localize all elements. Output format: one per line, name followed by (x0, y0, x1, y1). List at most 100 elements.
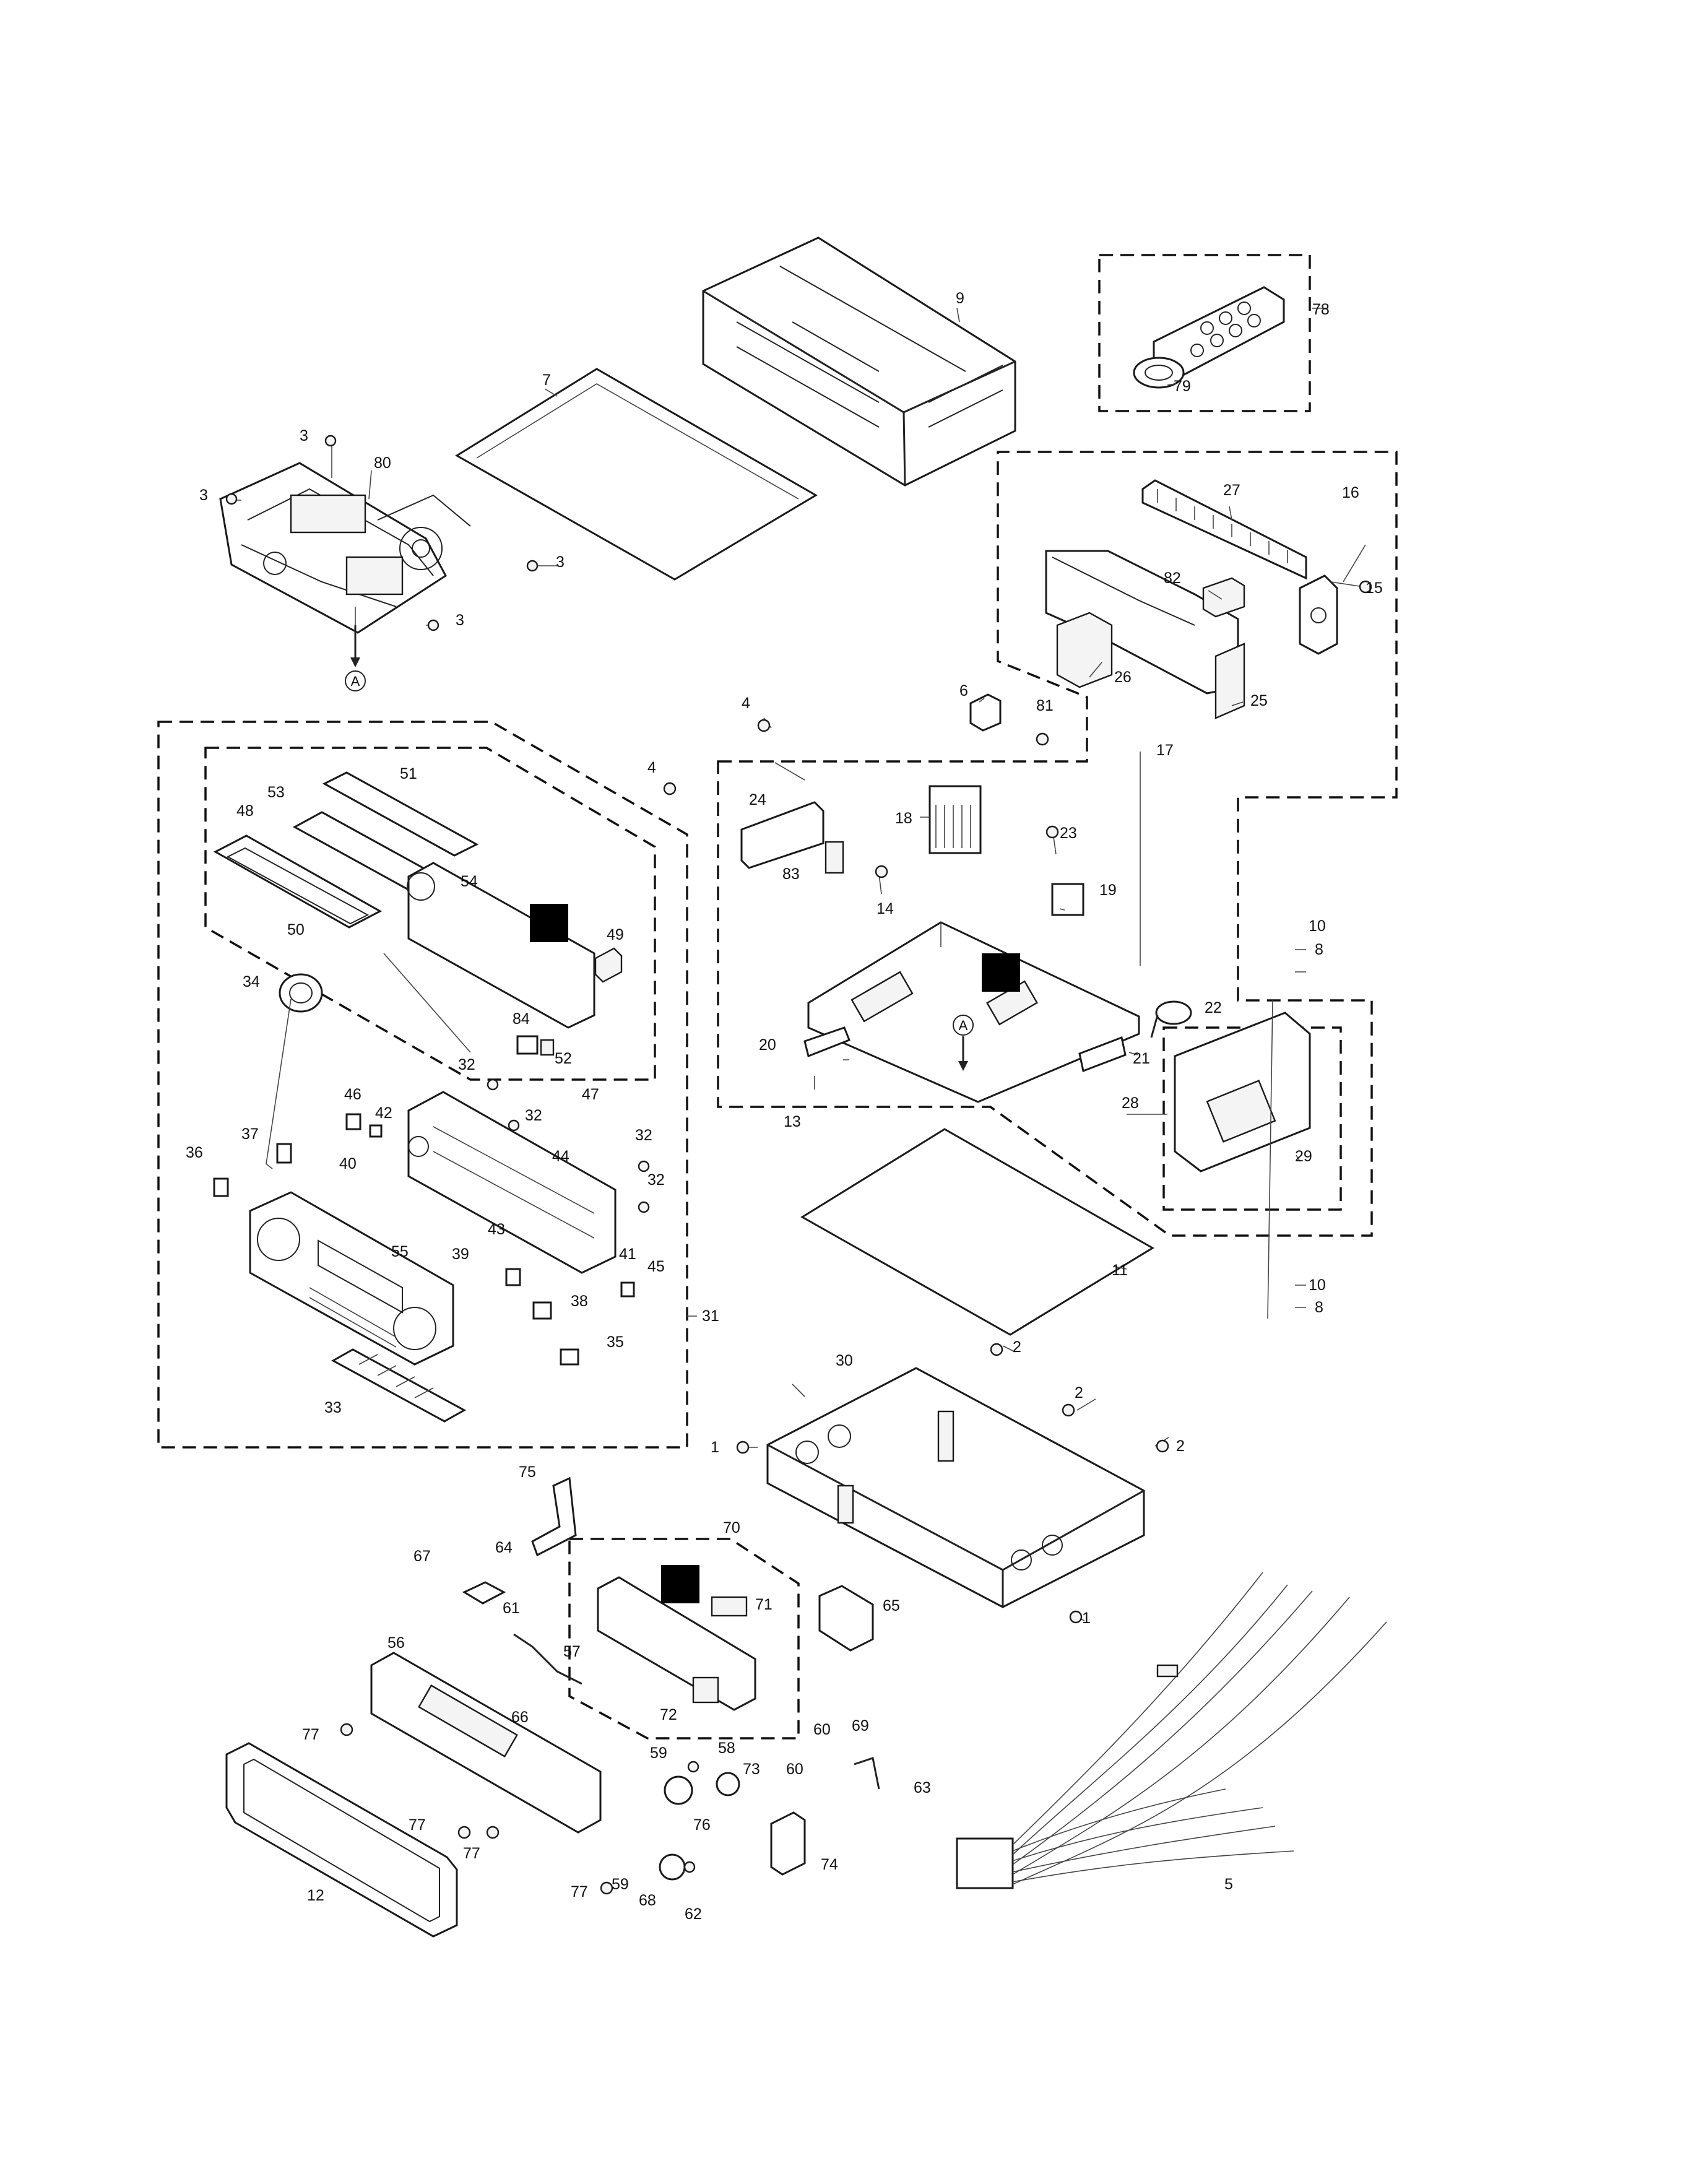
callout-48: 48 (236, 802, 254, 820)
callout-36: 36 (186, 1144, 203, 1161)
parts (213, 236, 1387, 1938)
reference-mark-a: A (345, 625, 366, 691)
callout-70: 70 (723, 1519, 740, 1536)
ref-label: A (959, 1018, 968, 1033)
callout-53: 53 (267, 784, 285, 801)
callout-30: 30 (836, 1352, 853, 1369)
part-trim-frame-12 (225, 1742, 458, 1938)
callout-44: 44 (552, 1148, 569, 1165)
part-connector-19 (1051, 883, 1084, 916)
callout-38: 38 (571, 1293, 588, 1310)
callout-79: 79 (1174, 378, 1191, 395)
callout-62: 62 (685, 1905, 702, 1923)
callout-2a: 2 (1013, 1338, 1021, 1356)
part-connector-21 (1078, 1036, 1127, 1073)
part-pcb-65 (818, 1585, 874, 1652)
part-sub-pcb-29 (1174, 1012, 1311, 1172)
redaction-blocks (530, 904, 1020, 1603)
callout-41: 41 (619, 1246, 636, 1263)
part-gears-76-73 (659, 1772, 740, 1881)
callout-73: 73 (743, 1761, 760, 1778)
remote-control-group (1098, 254, 1311, 412)
callout-58: 58 (718, 1740, 735, 1757)
callout-11: 11 (1112, 1262, 1128, 1279)
callout-77b: 77 (409, 1816, 426, 1834)
callout-50: 50 (287, 921, 305, 938)
part-main-pcb (807, 921, 1140, 1103)
part-display-window-51 (322, 771, 479, 857)
callout-13: 13 (784, 1113, 801, 1130)
part-wire-harness-5 (956, 1572, 1387, 1889)
callout-39: 39 (452, 1246, 469, 1263)
part-button-strip-33 (331, 1348, 467, 1423)
part-chassis-box (702, 236, 1016, 487)
callout-14: 14 (876, 900, 894, 917)
ref-label: A (351, 674, 360, 689)
callout-2c: 2 (1176, 1437, 1185, 1455)
callout-60a: 60 (813, 1721, 831, 1738)
part-display-frame-48 (213, 834, 383, 929)
callout-60b: 60 (786, 1761, 803, 1778)
callout-77c: 77 (463, 1845, 480, 1862)
part-small-buttons (213, 1113, 635, 1366)
part-display-pcb-49 (407, 862, 623, 1029)
callout-27: 27 (1223, 482, 1240, 499)
callout-7: 7 (542, 371, 551, 389)
part-battery-holder (1133, 357, 1185, 389)
callout-72: 72 (660, 1706, 677, 1723)
callout-3c: 3 (556, 553, 565, 571)
callout-3a: 3 (300, 427, 308, 444)
callout-57: 57 (563, 1643, 581, 1660)
callout-47: 47 (582, 1086, 599, 1103)
callout-labels: 1 1 2 2 2 3 3 3 3 4 4 5 6 7 8 8 9 10 10 … (186, 290, 1383, 1923)
callout-55: 55 (391, 1243, 409, 1260)
callout-10a: 10 (1309, 917, 1326, 935)
part-cd-mechanism (219, 462, 471, 634)
part-shield-plate (455, 368, 818, 581)
redaction-block-mainboard (982, 953, 1020, 992)
callout-76: 76 (693, 1816, 711, 1834)
callout-42: 42 (375, 1104, 392, 1122)
callout-77a: 77 (302, 1726, 319, 1743)
part-heat-sink (1141, 479, 1307, 580)
callout-8b: 8 (1315, 1299, 1323, 1316)
callout-1b: 1 (1082, 1610, 1091, 1627)
part-side-bracket-15 (1299, 574, 1338, 655)
part-amp-bracket (1045, 550, 1245, 719)
part-front-panel-55 (249, 1191, 454, 1366)
callout-2b: 2 (1075, 1384, 1083, 1402)
part-faceplate-66 (370, 1652, 602, 1834)
bracket-group-70 (568, 1538, 800, 1740)
callout-49: 49 (607, 926, 624, 943)
callout-4b: 4 (647, 759, 656, 776)
callout-51: 51 (400, 765, 417, 782)
callout-65: 65 (883, 1597, 900, 1614)
callout-32a: 32 (458, 1056, 475, 1073)
callout-34: 34 (243, 973, 260, 990)
part-insulator-sheet (800, 1128, 1154, 1336)
callout-52: 52 (555, 1050, 572, 1067)
callout-3d: 3 (456, 612, 464, 629)
callout-69: 69 (852, 1717, 869, 1735)
callout-43: 43 (488, 1221, 505, 1238)
callout-80: 80 (374, 454, 391, 472)
callout-20: 20 (759, 1036, 776, 1054)
callout-6: 6 (959, 682, 968, 700)
callout-46: 46 (344, 1086, 361, 1103)
callout-84: 84 (513, 1010, 530, 1028)
part-bracket-75 (531, 1476, 577, 1557)
callout-81: 81 (1036, 697, 1054, 714)
part-bracket-64 (462, 1581, 506, 1605)
part-capacitor-22 (1150, 1000, 1192, 1038)
callout-83: 83 (782, 865, 800, 883)
callout-4a: 4 (742, 695, 750, 712)
callout-19: 19 (1099, 882, 1117, 899)
part-bracket-70 (597, 1576, 756, 1711)
callout-31: 31 (702, 1307, 719, 1325)
callout-40: 40 (339, 1155, 357, 1172)
callout-28: 28 (1122, 1094, 1139, 1112)
callout-32c: 32 (635, 1127, 652, 1144)
callout-21: 21 (1133, 1050, 1150, 1067)
callout-35: 35 (607, 1333, 624, 1351)
callout-56: 56 (387, 1634, 405, 1652)
